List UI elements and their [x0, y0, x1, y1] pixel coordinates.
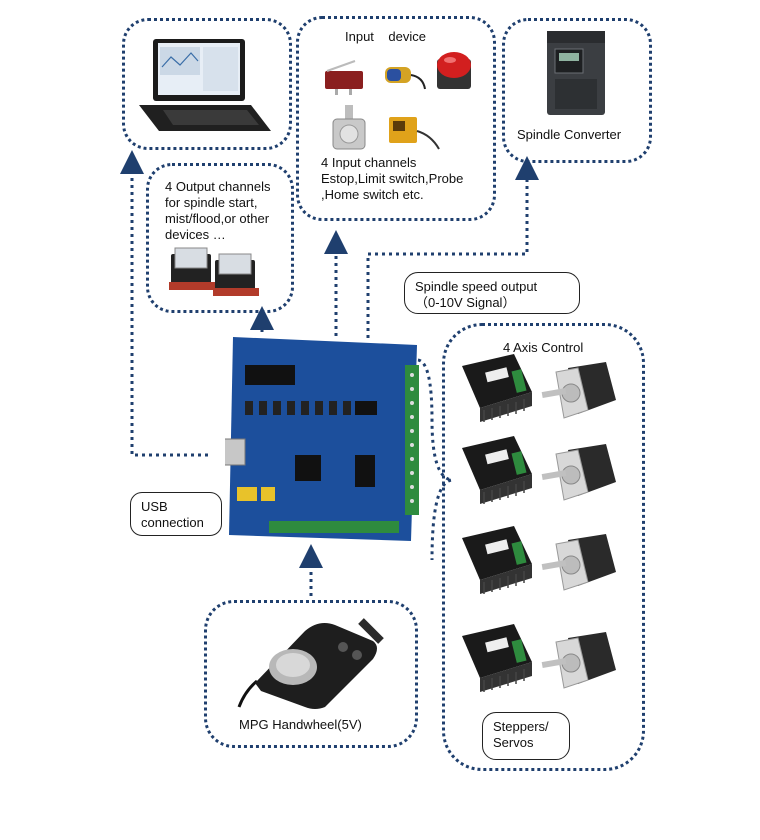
axis-control-box: 4 Axis Control	[442, 323, 645, 771]
stepper-motor-icon	[541, 632, 616, 689]
potentiometer-icon	[332, 105, 366, 150]
output-channels-box: 4 Output channels for spindle start, mis…	[146, 163, 294, 313]
stepper-driver-icon	[462, 354, 532, 422]
mpg-handwheel-icon	[237, 618, 384, 709]
stepper-driver-icon	[462, 526, 532, 594]
board-to-spindle-line	[366, 156, 539, 338]
input-channels-label: 4 Input channels Estop,Limit switch,Prob…	[321, 155, 464, 202]
stepper-driver-icon	[462, 624, 532, 692]
estop-button-icon	[437, 52, 471, 89]
laptop-box	[122, 18, 292, 150]
control-board-icon	[225, 337, 419, 541]
output-channels-label: 4 Output channels for spindle start, mis…	[165, 179, 271, 242]
laptop-icon	[139, 39, 271, 131]
stepper-motor-icon	[541, 444, 616, 501]
board-to-axis-line	[417, 358, 453, 561]
stepper-motor-icon	[541, 534, 616, 591]
stepper-driver-icon	[462, 436, 532, 504]
inductive-sensor-icon	[389, 117, 440, 150]
axis-control-label: 4 Axis Control	[503, 340, 584, 355]
relay-icon	[169, 247, 259, 296]
spindle-converter-box: Spindle Converter	[502, 18, 652, 163]
input-device-label: Input device	[345, 29, 426, 44]
micro-switch-icon	[325, 60, 363, 95]
stepper-motor-icon	[541, 362, 616, 419]
mpg-label: MPG Handwheel(5V)	[239, 717, 362, 732]
usb-callout: USB connection	[130, 492, 222, 536]
proximity-sensor-icon	[385, 67, 426, 90]
vfd-icon	[547, 31, 605, 115]
input-device-box: Input device 4 Input channels Estop,Limi…	[296, 16, 496, 221]
spindle-converter-label: Spindle Converter	[517, 127, 622, 142]
spindle-speed-callout: Spindle speed output （0-10V Signal）	[404, 272, 580, 314]
steppers-callout: Steppers/ Servos	[482, 712, 570, 760]
mpg-box: MPG Handwheel(5V)	[204, 600, 418, 748]
